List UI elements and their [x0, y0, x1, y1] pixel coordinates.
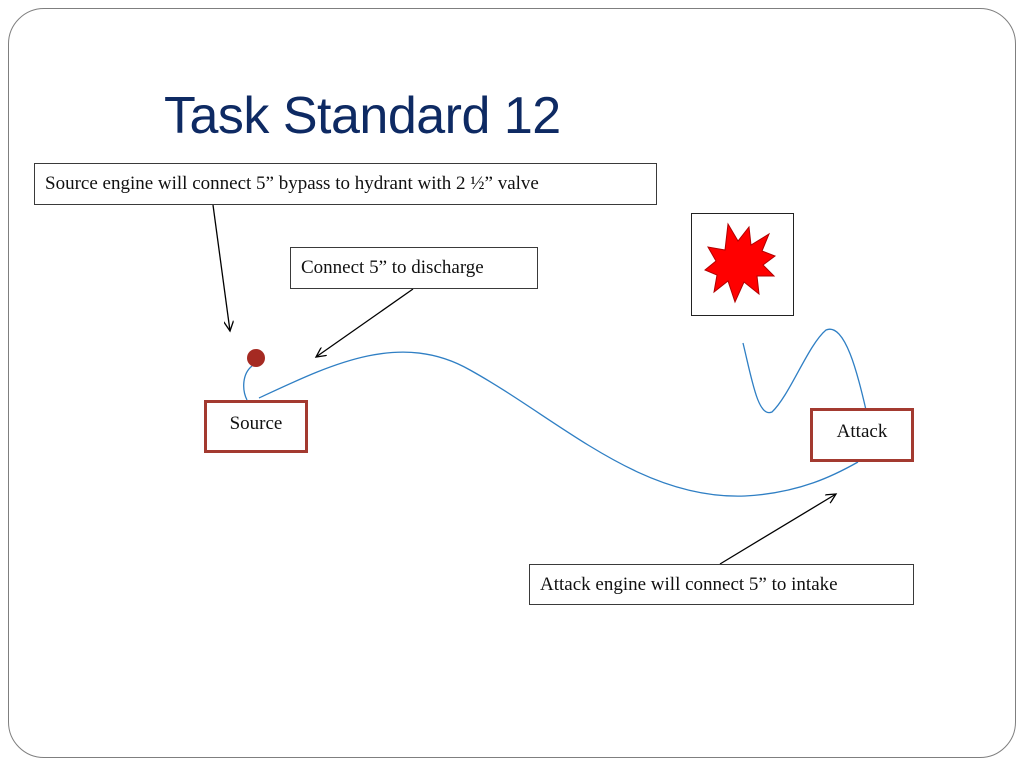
source-engine-callout-text: Source engine will connect 5” bypass to …: [45, 173, 539, 194]
fire-box: [691, 213, 794, 316]
discharge-note-arrow: [316, 288, 414, 357]
slide-title: Task Standard 12: [164, 87, 561, 145]
attack-hose-line: [742, 328, 867, 414]
source-engine-box: Source: [204, 400, 308, 453]
attack-engine-box: Attack: [810, 408, 914, 462]
source-note-arrow: [212, 204, 230, 331]
explosion-icon: [704, 222, 777, 304]
source-engine-callout: Source engine will connect 5” bypass to …: [34, 163, 657, 205]
attack-engine-callout: Attack engine will connect 5” to intake: [529, 564, 914, 605]
attack-note-arrow: [719, 494, 836, 565]
attack-engine-callout-text: Attack engine will connect 5” to intake: [540, 573, 838, 595]
discharge-callout: Connect 5” to discharge: [290, 247, 538, 289]
supply-hose-line: [258, 351, 859, 497]
source-engine-label: Source: [229, 413, 283, 434]
slide-frame: [8, 8, 1016, 758]
attack-engine-label: Attack: [836, 421, 888, 442]
discharge-callout-text: Connect 5” to discharge: [301, 257, 484, 278]
hydrant-connection-line: [243, 365, 253, 401]
hydrant-dot-icon: [247, 349, 265, 367]
